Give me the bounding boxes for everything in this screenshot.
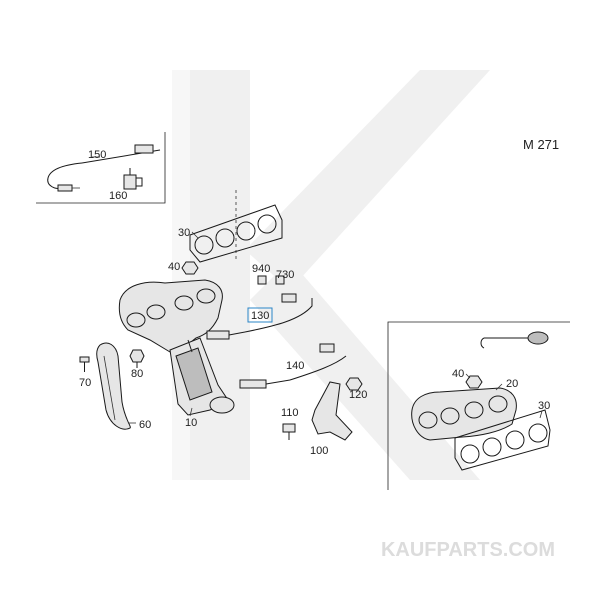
clip-730[interactable] bbox=[275, 275, 285, 285]
callout-140[interactable]: 140 bbox=[286, 360, 304, 372]
leader-20 bbox=[495, 383, 503, 391]
leader-10 bbox=[189, 407, 193, 417]
manifold-20[interactable] bbox=[411, 387, 517, 441]
sensor-150[interactable] bbox=[47, 144, 161, 192]
detail-sensor-right bbox=[480, 331, 549, 349]
callout-40-upper[interactable]: 40 bbox=[168, 261, 180, 273]
nut-80[interactable] bbox=[129, 349, 145, 368]
highlight-box-130 bbox=[247, 307, 273, 323]
watermark-text: KAUFPARTS.COM bbox=[381, 539, 555, 561]
leader-30-lower bbox=[539, 410, 543, 419]
callout-70[interactable]: 70 bbox=[79, 377, 91, 389]
callout-100[interactable]: 100 bbox=[310, 445, 328, 457]
callout-40-lower[interactable]: 40 bbox=[452, 368, 464, 380]
callout-80[interactable]: 80 bbox=[131, 368, 143, 380]
callout-60[interactable]: 60 bbox=[139, 419, 151, 431]
model-label-bg bbox=[518, 132, 566, 154]
callout-940[interactable]: 940 bbox=[252, 263, 270, 275]
bolt-120[interactable] bbox=[345, 377, 363, 391]
oxygen-sensor-140[interactable] bbox=[239, 343, 347, 389]
gasket-30-lower[interactable] bbox=[454, 409, 551, 471]
bracket-160[interactable] bbox=[123, 168, 143, 190]
callout-10[interactable]: 10 bbox=[185, 417, 197, 429]
leader-30-upper bbox=[191, 231, 199, 239]
callout-30-lower[interactable]: 30 bbox=[538, 400, 550, 412]
manifold-10[interactable] bbox=[118, 279, 235, 416]
callout-730[interactable]: 730 bbox=[276, 269, 294, 281]
callout-130[interactable]: 130 bbox=[251, 310, 269, 322]
bracket-100[interactable] bbox=[311, 381, 353, 441]
inset-sensor-frame bbox=[36, 132, 166, 204]
inset-frame-right bbox=[387, 321, 570, 490]
clip-940[interactable] bbox=[257, 275, 267, 285]
leader-40-lower bbox=[465, 373, 471, 379]
callout-110[interactable]: 110 bbox=[281, 407, 299, 419]
heat-shield-60[interactable] bbox=[96, 342, 131, 430]
callout-160[interactable]: 160 bbox=[109, 190, 127, 202]
bolt-110[interactable] bbox=[282, 423, 296, 440]
nut-40-upper[interactable] bbox=[181, 261, 199, 275]
bolt-70[interactable] bbox=[79, 356, 90, 372]
callout-150[interactable]: 150 bbox=[88, 149, 106, 161]
gasket-30-upper[interactable] bbox=[189, 204, 283, 263]
callout-20[interactable]: 20 bbox=[506, 378, 518, 390]
callout-30-upper[interactable]: 30 bbox=[178, 227, 190, 239]
callout-120[interactable]: 120 bbox=[349, 389, 367, 401]
nut-40-lower[interactable] bbox=[465, 375, 483, 389]
oxygen-sensor-130[interactable] bbox=[206, 293, 313, 340]
model-label: M 271 bbox=[523, 137, 559, 152]
